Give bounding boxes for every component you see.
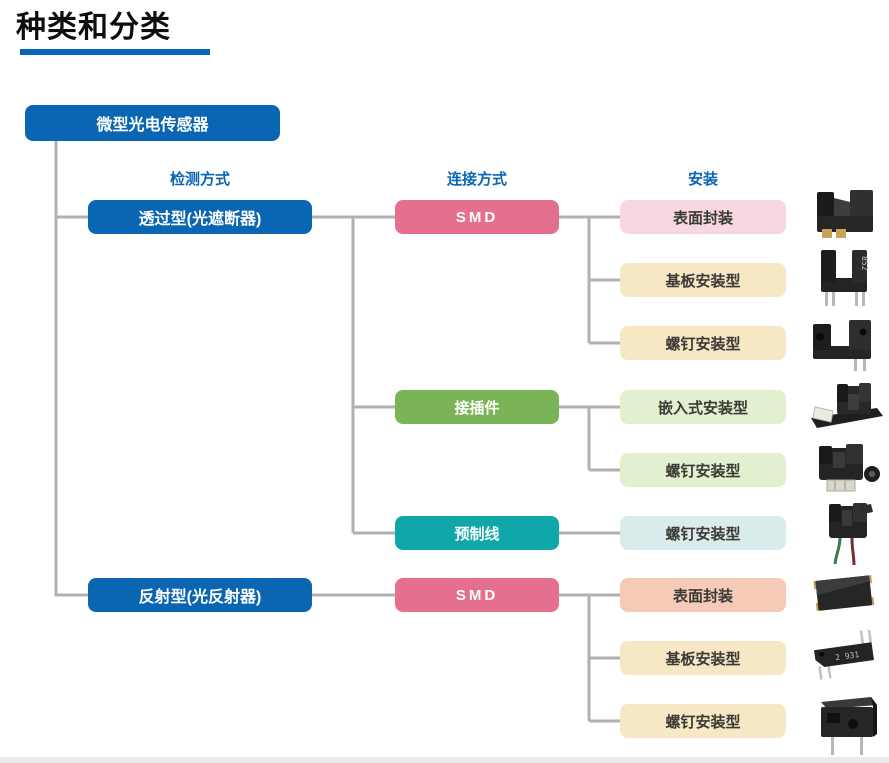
slot-sensor-screw-icon (813, 320, 871, 371)
screw-mount-connector-slot-sensor-photo (805, 442, 887, 498)
embedded-connector-slot-sensor-photo (805, 382, 887, 432)
smd-chip-icon (813, 575, 875, 612)
column-header-mounting: 安装 (687, 171, 718, 188)
node-mount-screw-4: 螺钉安装型 (620, 704, 786, 738)
svg-text:2 931: 2 931 (835, 650, 860, 662)
node-smd-1: SMD (395, 200, 559, 234)
node-prewired-type: 预制线 (395, 516, 559, 550)
node-connector-type: 接插件 (395, 390, 559, 424)
column-header-connection-method: 连接方式 (446, 171, 507, 188)
board-reflective-icon: 2 931 (814, 630, 874, 680)
connector-trunk (54, 141, 88, 597)
surface-mount-slot-sensor-photo (805, 188, 887, 240)
slot-sensor-ear-connector-icon (819, 444, 880, 492)
node-mount-screw-1: 螺钉安装型 (620, 326, 786, 360)
node-through-beam-type: 透过型(光遮断器) (88, 200, 312, 234)
node-mount-surface-1: 表面封装 (620, 200, 786, 234)
svg-text:852: 852 (860, 256, 869, 271)
node-mount-screw-3: 螺钉安装型 (620, 516, 786, 550)
screw-reflective-icon (821, 697, 877, 755)
node-mount-board-2: 基板安装型 (620, 641, 786, 675)
slot-sensor-wires-icon (829, 503, 873, 566)
slot-sensor-connector-icon (811, 383, 883, 428)
board-mount-reflective-sensor-photo: 2 931 (805, 630, 887, 680)
node-mount-surface-2: 表面封装 (620, 578, 786, 612)
node-smd-2: SMD (395, 578, 559, 612)
pre-wired-slot-sensor-photo (805, 502, 887, 566)
screw-mount-slot-sensor-photo (805, 316, 887, 372)
node-mount-embedded: 嵌入式安装型 (620, 390, 786, 424)
node-mount-board-1: 基板安装型 (620, 263, 786, 297)
node-root-micro-photoelectric-sensor: 微型光电传感器 (25, 105, 280, 141)
screw-mount-reflective-sensor-photo (805, 692, 887, 760)
node-mount-screw-2: 螺钉安装型 (620, 453, 786, 487)
column-header-detection-method: 检测方式 (169, 171, 230, 188)
slot-sensor-pins-icon: 852 (821, 250, 869, 306)
slot-sensor-smd-icon (817, 190, 873, 238)
title-underline (20, 49, 210, 55)
smd-chip-reflective-sensor-photo (805, 570, 887, 618)
board-mount-slot-sensor-photo: 852 (805, 248, 887, 308)
node-reflective-type: 反射型(光反射器) (88, 578, 312, 612)
page-bottom-strip (0, 757, 889, 763)
page-title: 种类和分类 (16, 11, 171, 44)
